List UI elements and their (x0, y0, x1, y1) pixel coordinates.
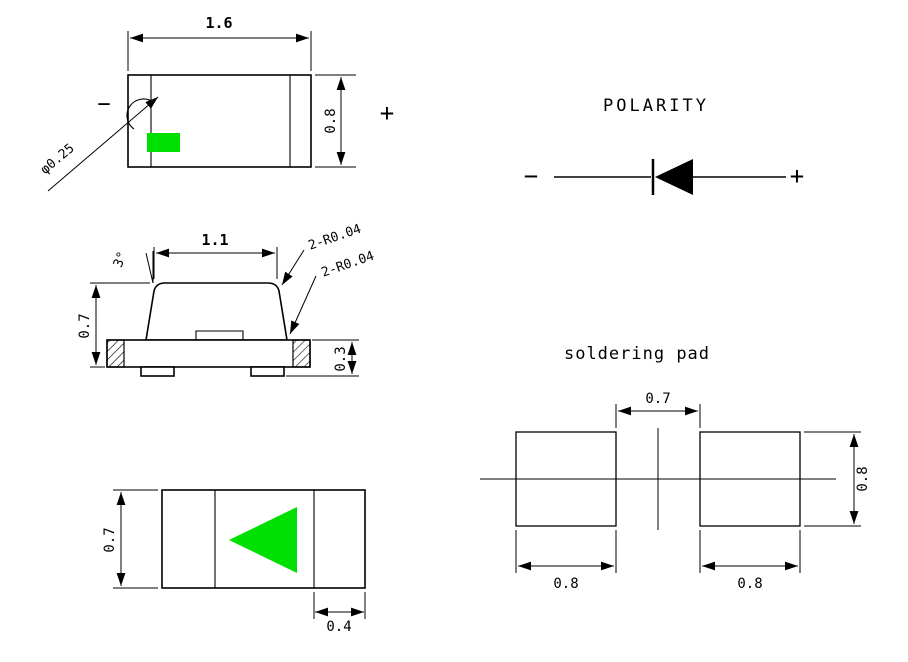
side-view-draft-angle-text: 3° (111, 250, 131, 270)
soldering-pad-height-dim-text: 0.8 (855, 466, 871, 491)
polarity-minus-sign: − (524, 162, 538, 190)
side-view-terminal-height-dimension: 0.3 (286, 339, 359, 377)
side-view-chip-ledge (195, 330, 244, 340)
soldering-pad-gap-dim-text: 0.7 (645, 391, 670, 407)
top-view-led-chip (147, 133, 180, 152)
soldering-pad-right (699, 431, 801, 527)
side-view-top-width-dim-text: 1.1 (201, 231, 228, 249)
soldering-pad-right-width-dimension: 0.8 (699, 530, 801, 592)
soldering-pad-left-width-dim-text: 0.8 (553, 576, 578, 592)
soldering-pad-title: soldering pad (564, 344, 710, 364)
bottom-view: 0.7 0.4 (102, 489, 366, 635)
side-view-base-plate (106, 339, 311, 368)
bottom-view-height-dim-text: 0.7 (102, 527, 118, 552)
bottom-view-terminal-width-dim-text: 0.4 (326, 619, 351, 635)
side-view-right-terminal-hatch (292, 339, 311, 368)
top-view: 1.6 φ0.25 0.8 − + (38, 14, 394, 192)
soldering-pad-left (515, 431, 617, 527)
top-view-diameter-arc (126, 98, 154, 130)
bottom-view-terminal-width-dimension: 0.4 (313, 592, 366, 635)
bottom-view-height-dimension: 0.7 (102, 489, 158, 589)
side-view-terminal-height-dim-text: 0.3 (333, 346, 349, 371)
side-view-left-terminal-hatch (106, 339, 125, 368)
side-view-corner-radius-top-text: 2-R0.04 (307, 222, 364, 254)
side-view-draft-angle-callout: 3° (111, 250, 154, 284)
side-view-corner-radius-bottom-text: 2-R0.04 (320, 249, 377, 281)
top-view-diameter-dim-text: φ0.25 (38, 141, 78, 178)
top-view-height-dimension: 0.8 (315, 74, 356, 168)
side-view-right-solder-bump (250, 366, 285, 377)
side-view-height-dimension: 0.7 (77, 282, 150, 368)
side-view-corner-radius-callout-bottom: 2-R0.04 (289, 249, 377, 335)
soldering-pad-diagram: soldering pad 0.7 0.8 0.8 0.8 (480, 344, 871, 592)
soldering-pad-left-width-dimension: 0.8 (515, 530, 617, 592)
top-view-width-dim-text: 1.6 (205, 14, 232, 32)
top-view-height-dim-text: 0.8 (323, 108, 339, 133)
polarity-diode-triangle (655, 159, 693, 195)
side-view: 1.1 3° 0.7 2-R0.04 2-R0.04 (77, 222, 377, 377)
soldering-pad-height-dimension: 0.8 (804, 431, 871, 527)
top-view-width-dimension: 1.6 (127, 14, 312, 71)
side-view-height-dim-text: 0.7 (77, 313, 93, 338)
polarity-diagram: POLARITY − + (524, 96, 804, 195)
top-view-plus-sign: + (380, 99, 394, 127)
top-view-package-outline (127, 74, 312, 168)
side-view-left-solder-bump (140, 366, 175, 377)
side-view-body-outline (145, 282, 288, 341)
polarity-title: POLARITY (603, 96, 709, 116)
soldering-pad-gap-dimension: 0.7 (615, 391, 701, 428)
side-view-top-width-dimension: 1.1 (153, 231, 278, 279)
top-view-minus-sign: − (97, 92, 110, 117)
polarity-plus-sign: + (790, 162, 804, 190)
soldering-pad-right-width-dim-text: 0.8 (737, 576, 762, 592)
bottom-view-polarity-triangle (229, 507, 297, 573)
